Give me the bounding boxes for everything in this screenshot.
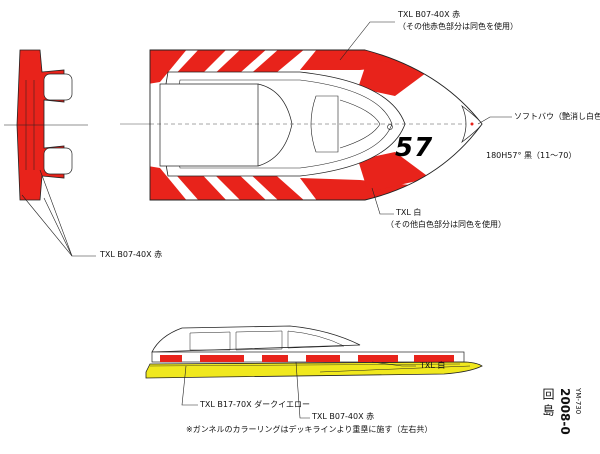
front-sponson-top: [43, 73, 73, 101]
callout-side-red-bottom: TXL B07-40X 赤: [312, 412, 375, 421]
front-sponson-bottom: [43, 147, 73, 175]
footnote: ※ガンネルのカラーリングはデッキラインより重塁に施す（左右共）: [186, 425, 433, 434]
front-hull-outline: [16, 49, 65, 201]
drawing-code: YM-730: [574, 388, 582, 415]
deck-fitting: [387, 124, 393, 130]
side-red-segments: [160, 355, 454, 362]
seat-block: [310, 95, 339, 153]
callout-gunwale-yellow: TXL B17-70X ダークイエロー: [200, 400, 311, 409]
front-view: [4, 49, 88, 201]
callout-soft-bow: ソフトバウ（艶消し白色）: [514, 112, 600, 121]
callout-side-white: TXL 白: [420, 361, 446, 370]
top-view: [120, 49, 483, 201]
front-hull-red-fill: [17, 50, 64, 200]
side-view: [145, 325, 483, 379]
leader-lines: [21, 21, 512, 419]
callout-hull-white: TXL 白: [396, 208, 422, 217]
canopy-rear: [159, 83, 259, 167]
side-canopy: [151, 325, 361, 353]
race-number: 57: [395, 133, 434, 163]
callout-hull-white-note: （その他白色部分は同色を使用）: [386, 220, 506, 229]
drawing-name: 回 島: [541, 388, 555, 416]
callout-hull-red-note: （その他赤色部分は同色を使用）: [398, 22, 518, 31]
callout-number-spec: 180H57° 黒（11～70）: [486, 151, 577, 160]
drawing-date: 2008-0: [558, 388, 572, 435]
callout-side-red: TXL B07-40X 赤: [100, 250, 163, 259]
callout-hull-red: TXL B07-40X 赤: [398, 10, 461, 19]
side-gunwale-yellow: [145, 361, 483, 379]
